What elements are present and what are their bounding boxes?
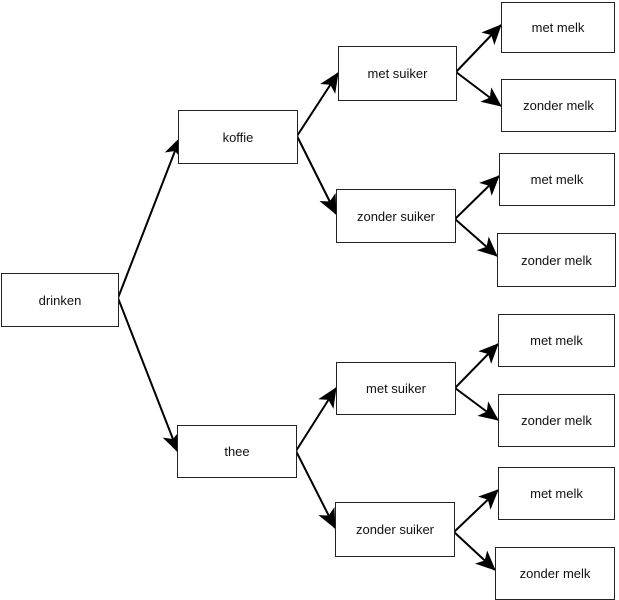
node-drinken: drinken [1,273,119,327]
node-thee-met-suiker: met suiker [336,362,456,415]
arrow-kz-zonder-melk [454,218,498,257]
leaf-thee-zonder-suiker-met-melk: met melk [498,467,615,520]
leaf-thee-met-suiker-zonder-melk: zonder melk [498,394,615,447]
arrow-ks-met-melk [455,24,502,73]
arrow-kz-met-melk [454,175,500,220]
leaf-thee-zonder-suiker-zonder-melk: zonder melk [495,547,615,600]
arrow-ks-zonder-melk [455,71,502,107]
leaf-koffie-zonder-suiker-met-melk: met melk [499,153,615,206]
arrow-ts-zonder-melk [454,387,499,421]
node-thee: thee [177,425,297,478]
node-thee-zonder-suiker: zonder suiker [335,502,455,557]
arrow-tz-zonder-melk [453,531,496,571]
arrow-koffie-zonder-suiker [296,135,337,215]
arrow-thee-zonder-suiker [295,450,336,529]
arrow-ts-met-melk [454,343,499,389]
node-koffie-zonder-suiker: zonder suiker [336,189,456,243]
node-koffie-met-suiker: met suiker [338,46,457,101]
arrow-drinken-koffie [117,137,182,299]
arrow-thee-met-suiker [295,387,337,452]
arrow-drinken-thee [117,297,180,453]
node-koffie: koffie [178,110,298,164]
leaf-koffie-zonder-suiker-zonder-melk: zonder melk [497,233,616,287]
arrow-tz-met-melk [453,489,499,533]
arrow-koffie-met-suiker [296,72,339,137]
leaf-koffie-met-suiker-met-melk: met melk [501,2,615,53]
leaf-thee-met-suiker-met-melk: met melk [498,314,615,367]
leaf-koffie-met-suiker-zonder-melk: zonder melk [501,79,616,132]
